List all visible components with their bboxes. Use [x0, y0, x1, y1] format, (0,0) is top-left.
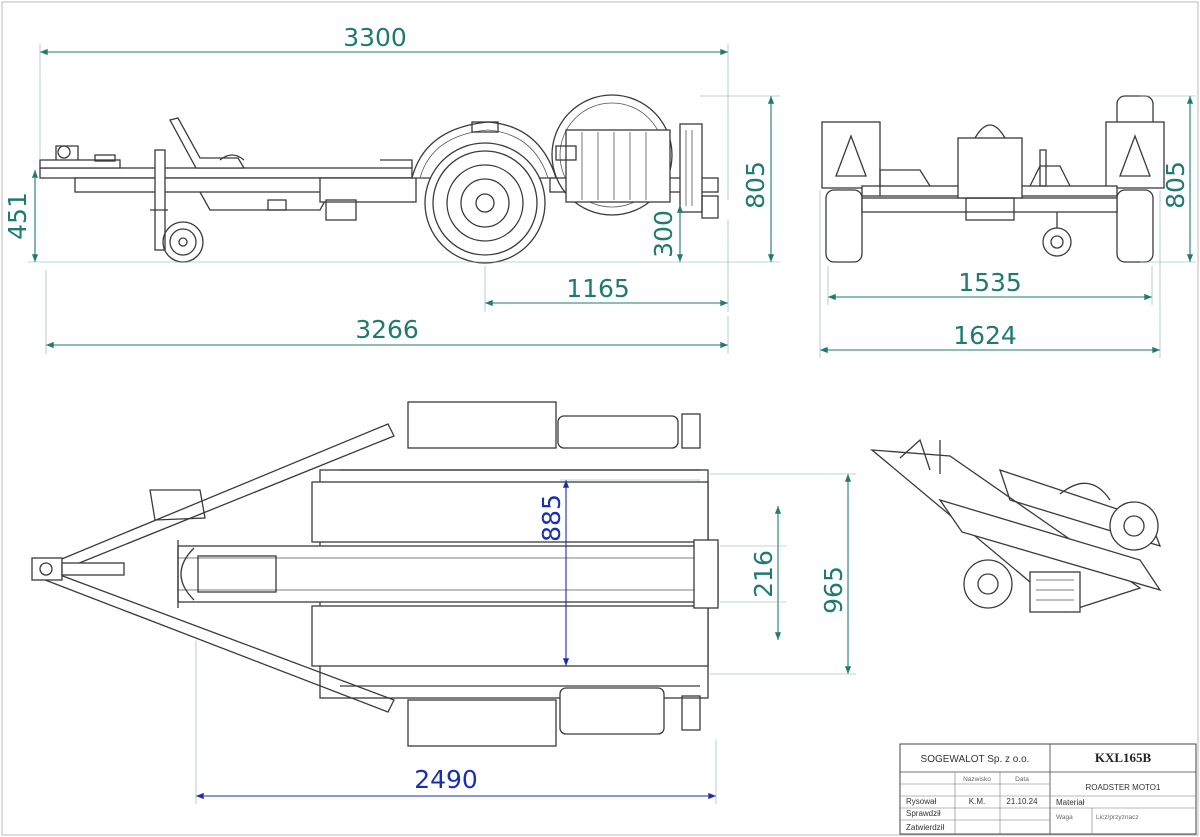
- top-view: 885 216 965 2490: [31, 401, 856, 804]
- dim-side-axle-to-rear: 1165: [566, 274, 630, 303]
- title-block-drawn-date: 21.10.24: [1006, 797, 1038, 806]
- dim-side-body-length: 3266: [355, 315, 419, 344]
- title-block-drawn-by: K.M.: [969, 797, 985, 806]
- title-block: SOGEWALOT Sp. z o.o. KXL165B ROADSTER MO…: [899, 743, 1197, 835]
- title-block-col-date: Data: [1015, 776, 1029, 783]
- title-block-scale-label: Waga: [1056, 814, 1073, 821]
- title-block-material-label: Materiał: [1056, 798, 1085, 807]
- title-block-usage-label: Licz/przyznacz: [1096, 814, 1139, 821]
- title-block-row-drawn: Rysował: [906, 797, 936, 806]
- dim-side-ground-clearance: 300: [649, 210, 678, 258]
- dim-top-length: 2490: [414, 765, 478, 794]
- title-block-row-approved: Zatwierdził: [906, 823, 944, 832]
- dim-side-height: 805: [741, 161, 770, 209]
- dim-rear-height: 805: [1161, 161, 1190, 209]
- dim-rear-width: 1624: [953, 321, 1017, 350]
- title-block-row-checked: Sprawdził: [906, 809, 941, 818]
- side-view: 3300 451 805 300 1165 3266: [3, 23, 780, 354]
- rear-view: 805 1535 1624: [819, 95, 1196, 358]
- dim-rear-track: 1535: [958, 268, 1022, 297]
- title-block-product: ROADSTER MOTO1: [1086, 783, 1162, 792]
- title-block-model: KXL165B: [1095, 750, 1152, 765]
- title-block-company: SOGEWALOT Sp. z o.o.: [921, 754, 1030, 765]
- dim-top-inner-width: 965: [819, 566, 848, 614]
- dim-side-coupling-height: 451: [3, 192, 32, 240]
- dim-top-rail-spacing: 885: [537, 494, 566, 542]
- dim-side-overall-length: 3300: [343, 23, 407, 52]
- title-block-col-name: Nazwisko: [963, 776, 991, 783]
- dim-top-channel-width: 216: [749, 550, 778, 598]
- isometric-view: [870, 438, 1162, 613]
